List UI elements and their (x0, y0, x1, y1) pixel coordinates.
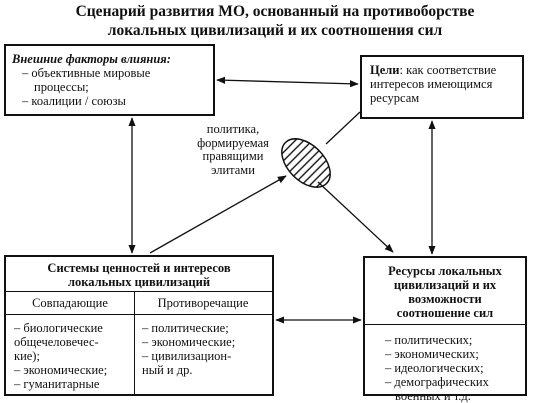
resources-item: – идеологических; (385, 361, 484, 375)
arrow-external-goals (216, 76, 359, 88)
values-columns: Совпадающие – биологические общечеловече… (6, 292, 272, 394)
coinciding-item: кие); (14, 349, 40, 363)
coinciding-item: общечеловечес- (14, 335, 99, 349)
arrow-policy-to-resources (317, 181, 394, 253)
policy-line: политика, (206, 122, 260, 136)
contradicting-item: – цивилизацион- (142, 349, 232, 363)
resources-heading-line: возможности (408, 292, 482, 306)
coinciding-heading: Совпадающие (6, 292, 134, 315)
goals-heading: Цели (370, 63, 400, 77)
goals-text: : как соответствие (399, 63, 497, 77)
goals-box: Цели: как соответствие интересов имеющим… (360, 55, 524, 119)
contradicting-item: – политические; (142, 321, 229, 335)
contradicting-item: – экономические; (142, 335, 236, 349)
resources-list: – политических; – экономических; – идеол… (365, 325, 525, 403)
values-heading-line: локальных цивилизаций (67, 275, 211, 289)
values-heading: Системы ценностей и интересов локальных … (6, 257, 272, 292)
policy-line: формируемая (197, 135, 269, 150)
resources-item: военных и т.д. (395, 389, 471, 403)
contradicting-item: ный и др. (142, 363, 193, 377)
resources-item: – политических; (385, 333, 473, 347)
goals-line-1: Цели: как соответствие (370, 63, 514, 77)
resources-item: – экономических; (385, 347, 479, 361)
contradicting-column: Противоречащие – политические; – экономи… (134, 292, 272, 394)
values-heading-line: Системы ценностей и интересов (47, 261, 231, 275)
coinciding-column: Совпадающие – биологические общечеловече… (6, 292, 135, 394)
goals-text: интересов имеющимся (370, 77, 493, 91)
coinciding-list: – биологические общечеловечес- кие); – э… (6, 315, 134, 391)
resources-box: Ресурсы локальных цивилизаций и их возмо… (363, 256, 527, 403)
external-item: процессы; (34, 80, 89, 94)
resources-heading-line: Ресурсы локальных (388, 264, 502, 278)
arrow-goals-to-policy (325, 111, 361, 145)
title-line-2: локальных цивилизаций и их соотношения с… (107, 22, 443, 39)
arrow-values-to-policy (149, 175, 287, 254)
external-item: – коалиции / союзы (22, 94, 126, 108)
resources-heading-line: соотношение сил (396, 306, 494, 320)
coinciding-item: – экономические; (14, 363, 108, 377)
resources-heading-line: цивилизаций и их (393, 278, 497, 292)
policy-hatched-ellipse (281, 138, 331, 188)
contradicting-heading: Противоречащие (134, 292, 272, 315)
contradicting-list: – политические; – экономические; – цивил… (134, 315, 272, 377)
values-interests-box: Системы ценностей и интересов локальных … (4, 255, 274, 396)
resources-item: – демографических (385, 375, 489, 389)
policy-line: элитами (211, 162, 255, 177)
policy-line: правящими (202, 149, 264, 163)
coinciding-item: – биологические (14, 321, 103, 335)
resources-heading: Ресурсы локальных цивилизаций и их возмо… (365, 258, 525, 325)
goals-text: ресурсам (370, 91, 420, 105)
external-item: – объективные мировые (22, 66, 151, 80)
coinciding-item: – гуманитарные (14, 377, 100, 391)
external-heading: Внешние факторы влияния: (12, 52, 171, 66)
policy-label: политика, формируемая правящими элитами (190, 122, 276, 177)
diagram-title: Сценарий развития МО, основанный на прот… (0, 2, 550, 40)
external-factors-box: Внешние факторы влияния: – объективные м… (4, 44, 215, 116)
title-line-1: Сценарий развития МО, основанный на прот… (75, 3, 475, 20)
